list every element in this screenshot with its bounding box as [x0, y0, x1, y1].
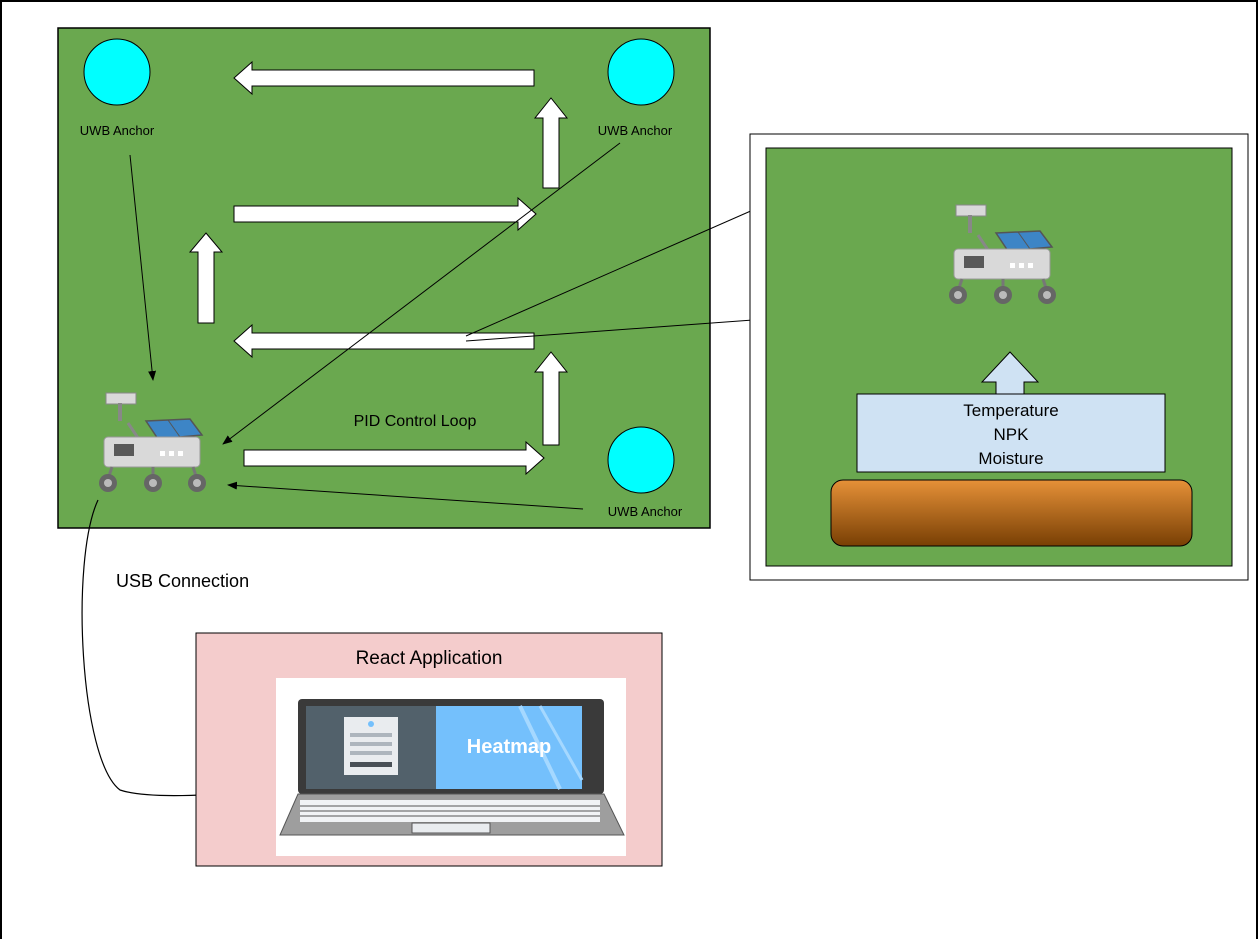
arrow-left	[233, 323, 535, 359]
anchor-label: UWB Anchor	[598, 123, 673, 138]
arrow-left	[233, 60, 535, 96]
pid-loop-label: PID Control Loop	[354, 413, 477, 430]
uwb-anchor-top-right	[607, 38, 675, 106]
up-arrow-icon	[980, 351, 1040, 395]
arrow-up	[533, 97, 569, 189]
anchor-label: UWB Anchor	[608, 504, 683, 519]
zoom-callout-lines	[465, 209, 754, 342]
arrow-up	[533, 351, 569, 446]
soil-block	[830, 479, 1193, 547]
react-app-title: React Application	[356, 648, 503, 669]
laptop-icon	[279, 699, 625, 836]
sensor-box	[856, 393, 1166, 473]
path-arrows	[188, 60, 569, 476]
uwb-anchor-bottom-right	[607, 426, 675, 494]
usb-connection-label: USB Connection	[116, 571, 249, 591]
anchor-label: UWB Anchor	[80, 123, 155, 138]
ranging-lines	[129, 142, 621, 510]
sensor-label: Moisture	[978, 449, 1043, 468]
sensor-label: Temperature	[963, 401, 1058, 420]
uwb-anchor-top-left	[83, 38, 151, 106]
heatmap-screen-label: Heatmap	[467, 736, 551, 758]
arrow-right	[233, 196, 537, 232]
arrow-right	[243, 440, 545, 476]
sensor-label: NPK	[994, 425, 1030, 444]
arrow-up	[188, 232, 224, 324]
